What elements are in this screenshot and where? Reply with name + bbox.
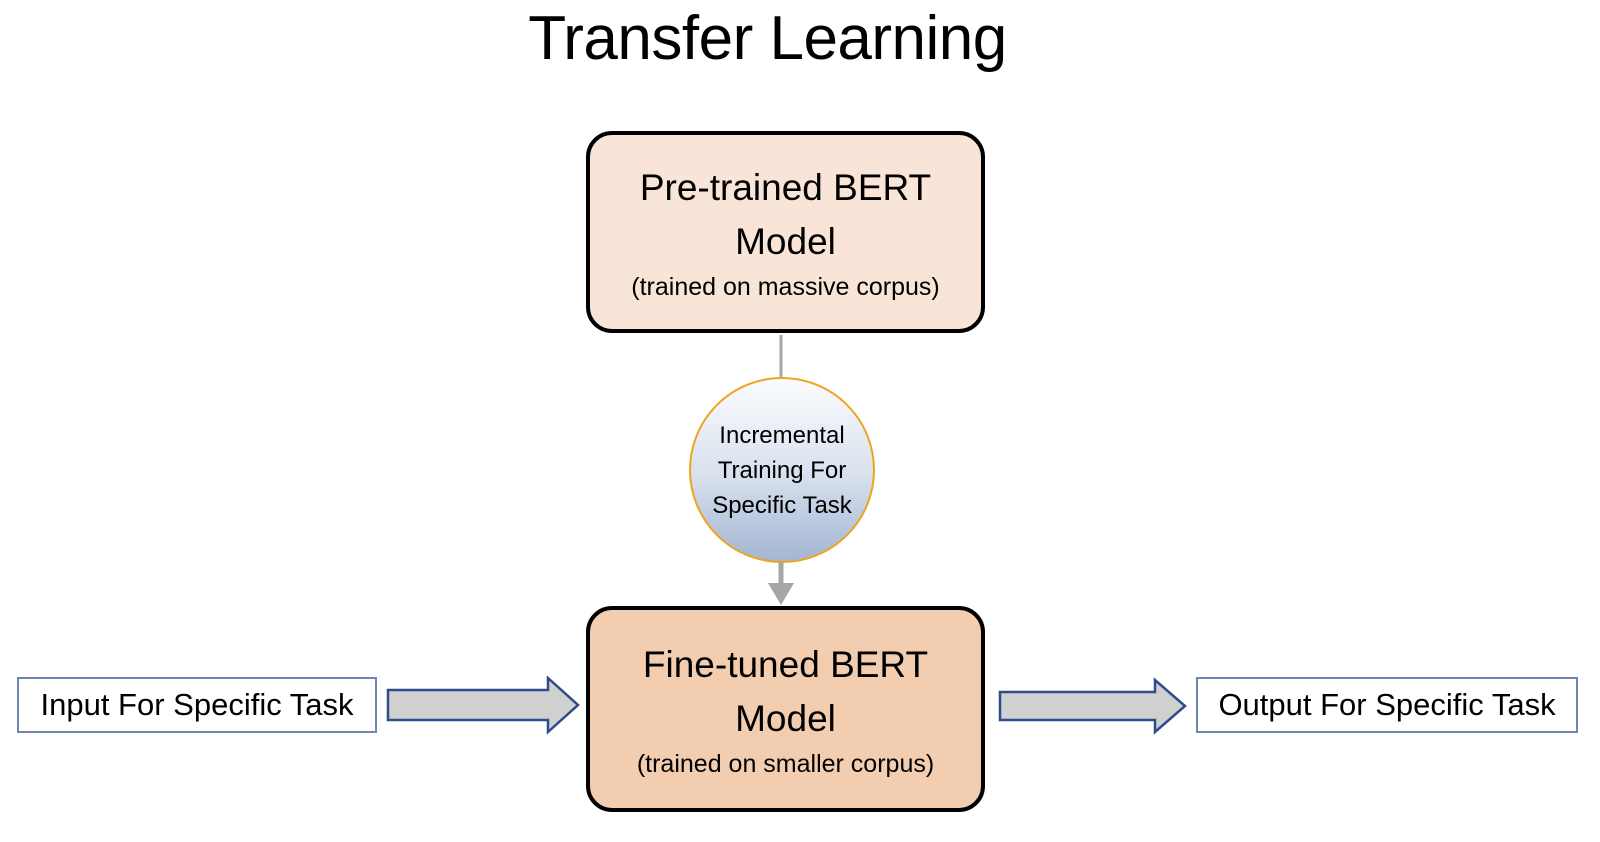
node-task-output[interactable]: Output For Specific Task xyxy=(1196,677,1578,733)
node-pretrained-model-title-line1: Pre-trained BERT xyxy=(639,167,932,208)
edge-circle-to-finetuned-arrowhead xyxy=(768,583,794,605)
node-task-input[interactable]: Input For Specific Task xyxy=(17,677,377,733)
node-pretrained-model-title-line2: Model xyxy=(735,221,836,262)
node-finetuned-model-subtitle: (trained on smaller corpus) xyxy=(636,750,935,778)
node-pretrained-model-title: Pre-trained BERT Model xyxy=(640,161,931,269)
node-task-output-label: Output For Specific Task xyxy=(1218,687,1556,722)
node-pretrained-model[interactable]: Pre-trained BERT Model (trained on massi… xyxy=(586,131,985,333)
node-finetuned-model[interactable]: Fine-tuned BERT Model (trained on smalle… xyxy=(586,606,985,812)
edge-finetuned-to-output xyxy=(998,677,1187,735)
page-title: Transfer Learning xyxy=(528,4,1007,73)
node-incremental-training[interactable]: Incremental Training For Specific Task xyxy=(689,377,875,563)
node-pretrained-model-subtitle: (trained on massive corpus) xyxy=(631,273,940,301)
node-finetuned-model-title-line2: Model xyxy=(735,698,836,739)
node-incremental-training-label: Incremental Training For Specific Task xyxy=(702,418,862,523)
node-incremental-training-line1: Incremental xyxy=(719,421,845,449)
node-finetuned-model-title: Fine-tuned BERT Model xyxy=(643,638,928,746)
node-finetuned-model-title-line1: Fine-tuned BERT xyxy=(642,644,929,685)
edge-input-to-finetuned xyxy=(386,675,580,735)
node-incremental-training-line3: Specific Task xyxy=(712,491,852,519)
node-task-input-label: Input For Specific Task xyxy=(40,687,354,722)
node-incremental-training-line2: Training For xyxy=(717,456,847,484)
